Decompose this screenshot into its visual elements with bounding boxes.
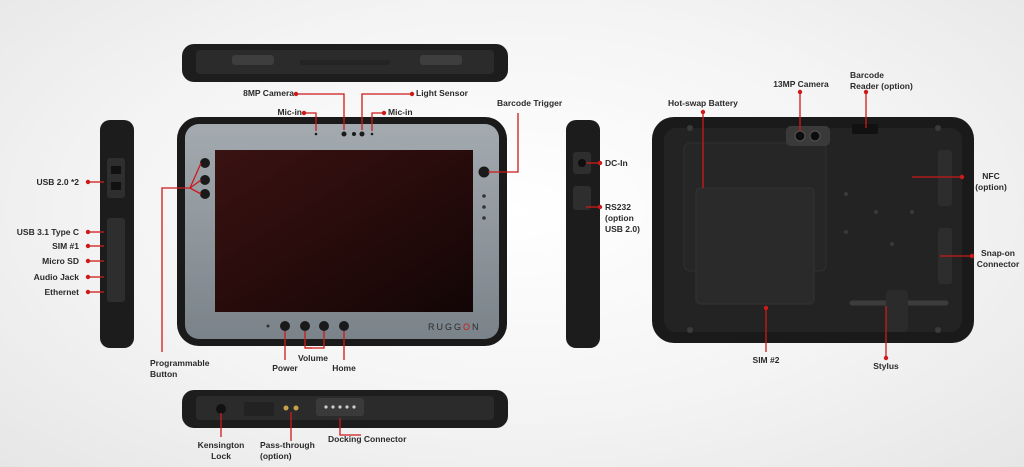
label-13mp-camera: 13MP Camera (773, 79, 829, 89)
label-usb31: USB 3.1 Type C (16, 227, 79, 237)
label-rs232-line3: USB 2.0) (605, 224, 640, 235)
label-nfc: NFC (option) (964, 171, 1018, 193)
label-kensington-line2: Lock (211, 451, 231, 462)
label-snap-on-line2: Connector (976, 259, 1020, 270)
bottom-edge-view (182, 390, 508, 428)
label-barcode-trigger: Barcode Trigger (497, 98, 563, 108)
left-side-view (100, 120, 134, 348)
label-volume: Volume (297, 353, 329, 363)
label-nfc-line2: (option) (975, 182, 1007, 193)
label-barcode-reader-line1: Barcode (850, 70, 885, 80)
front-view-tablet (177, 117, 507, 346)
label-programmable-line2: Button (150, 369, 178, 380)
label-kensington: Kensington Lock (196, 440, 246, 462)
label-docking-connector: Docking Connector (328, 434, 407, 444)
callout-lines (88, 92, 972, 441)
callout-dots (85, 89, 975, 361)
label-light-sensor: Light Sensor (416, 88, 468, 98)
screen (215, 150, 473, 312)
top-edge-view (182, 44, 508, 82)
label-barcode-reader-line2: Reader (option) (850, 81, 913, 92)
label-rs232-line1: RS232 (605, 202, 631, 212)
label-snap-on-line1: Snap-on (981, 248, 1015, 258)
label-power: Power (272, 363, 298, 373)
label-sim1: SIM #1 (52, 241, 79, 251)
label-rs232: RS232 (option USB 2.0) (605, 202, 640, 235)
label-hot-swap-battery: Hot-swap Battery (668, 98, 738, 108)
label-pass-through-line1: Pass-through (260, 440, 315, 450)
label-usb2: USB 2.0 *2 (36, 177, 79, 187)
label-nfc-line1: NFC (982, 171, 1000, 181)
label-pass-through-line2: (option) (260, 451, 292, 462)
label-programmable-line1: Programmable (150, 358, 210, 368)
label-barcode-reader: Barcode Reader (option) (850, 70, 913, 92)
label-mic-in-left: Mic-in (277, 107, 302, 117)
label-8mp-camera: 8MP Camera (243, 88, 294, 98)
label-stylus: Stylus (873, 361, 899, 371)
label-microsd: Micro SD (42, 256, 79, 266)
label-kensington-line1: Kensington (197, 440, 245, 450)
right-side-view (566, 120, 600, 348)
label-snap-on-connector: Snap-on Connector (972, 248, 1024, 270)
label-rs232-line2: (option (605, 213, 634, 224)
label-home: Home (332, 363, 356, 373)
label-pass-through: Pass-through (option) (260, 440, 315, 462)
label-sim2: SIM #2 (752, 355, 780, 365)
label-dc-in: DC-In (605, 158, 628, 168)
label-ethernet: Ethernet (44, 287, 79, 297)
label-audio: Audio Jack (33, 272, 79, 282)
label-programmable: Programmable Button (150, 358, 210, 380)
back-view-tablet (652, 117, 974, 343)
brand-logo: RUGGON (428, 322, 481, 332)
label-mic-in-right: Mic-in (388, 107, 413, 117)
